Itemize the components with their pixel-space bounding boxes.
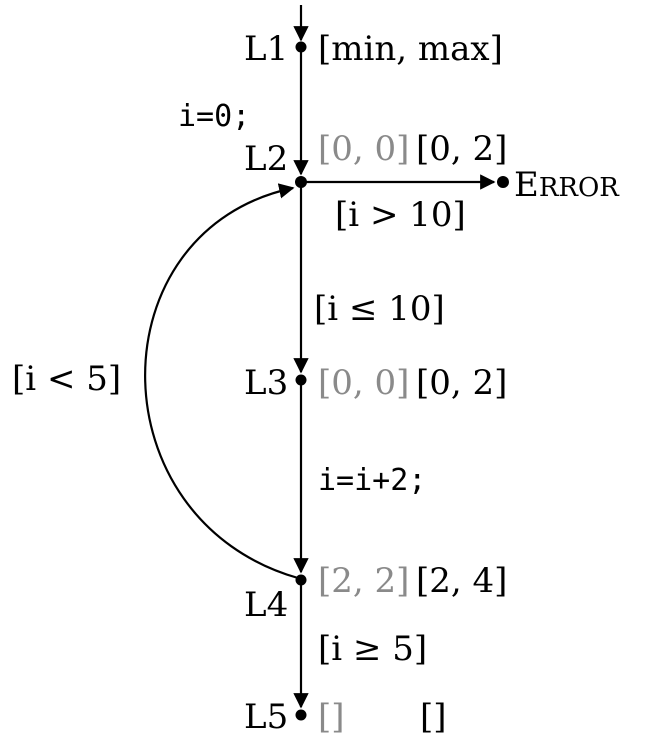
interval-L3-current: [0, 2] <box>416 363 507 403</box>
node-L5 <box>295 709 307 721</box>
statement-init: i=0; <box>178 99 250 134</box>
node-L1 <box>295 41 307 53</box>
interval-L3-previous: [0, 0] <box>318 363 409 403</box>
guard-to-L5: [i ≥ 5] <box>318 629 427 669</box>
interval-L5-current: [] <box>420 697 447 737</box>
node-L3 <box>295 374 307 386</box>
node-L4 <box>295 574 307 586</box>
interval-L4-current: [2, 4] <box>416 561 507 601</box>
node-label-L4: L4 <box>244 585 288 625</box>
guard-to-L3: [i ≤ 10] <box>314 289 445 329</box>
node-label-L3: L3 <box>244 363 288 403</box>
error-label: ERROR <box>514 165 620 205</box>
node-label-L1: L1 <box>244 29 288 69</box>
node-error <box>497 176 509 188</box>
node-label-L2: L2 <box>244 139 288 179</box>
interval-L1: [min, max] <box>318 29 503 69</box>
edge-loop-L4-L2 <box>144 183 299 580</box>
node-label-L5: L5 <box>244 697 288 737</box>
interval-L5-previous: [] <box>318 697 345 737</box>
guard-loop-back: [i < 5] <box>12 359 121 399</box>
statement-increment: i=i+2; <box>318 463 426 498</box>
interval-L2-current: [0, 2] <box>416 129 507 169</box>
interval-L2-previous: [0, 0] <box>318 129 409 169</box>
interval-L4-previous: [2, 2] <box>318 561 409 601</box>
node-L2 <box>295 176 307 188</box>
guard-to-error: [i > 10] <box>335 195 466 235</box>
